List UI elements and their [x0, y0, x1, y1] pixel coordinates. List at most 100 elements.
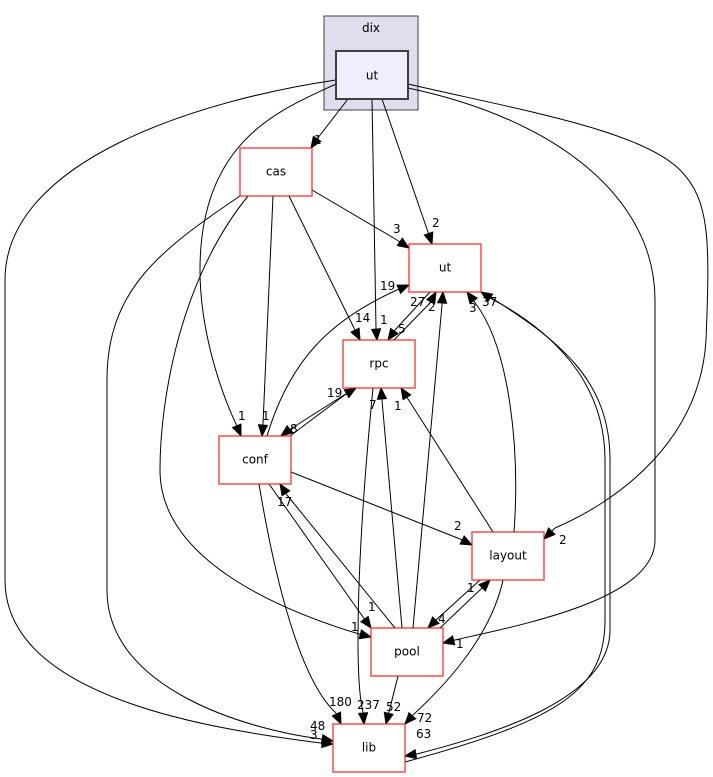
edge-label: 237 [357, 698, 380, 712]
edge-label: 1 [314, 133, 322, 147]
edge-line [258, 483, 337, 714]
edge-pool-to-rpc[interactable]: 7 [369, 386, 403, 629]
edge-rpc-to-lib[interactable]: 237 [357, 387, 380, 726]
node-dix-ut-box [335, 50, 409, 100]
node-lib[interactable]: lib [332, 723, 406, 773]
node-ut[interactable]: ut [408, 243, 482, 293]
edge-cas-to-lib[interactable]: 48 [106, 195, 335, 745]
edge-pool-to-lib[interactable]: 52 [383, 675, 401, 726]
node-pool[interactable]: pool [370, 627, 444, 677]
edge-line [159, 195, 360, 635]
edge-dix-ut-to-rpc[interactable]: 1 [370, 98, 388, 342]
edge-line [106, 195, 322, 740]
edge-conf-to-lib[interactable]: 180 [258, 483, 352, 726]
edge-label: 8 [290, 422, 298, 436]
edge-line [407, 83, 709, 529]
edge-line [290, 471, 461, 540]
arrowhead-icon [404, 711, 417, 725]
edge-dix-ut-to-cas[interactable]: 1 [310, 98, 349, 150]
arrowhead-icon [459, 535, 474, 546]
edge-dix-ut-to-layout[interactable]: 2 [407, 83, 709, 547]
edge-line [371, 98, 377, 329]
edge-label: 19 [380, 279, 395, 293]
edge-line [357, 387, 374, 713]
edge-conf-to-layout[interactable]: 2 [290, 471, 474, 546]
edge-label: 2 [454, 519, 462, 533]
edge-label: 63 [416, 727, 431, 741]
arrowhead-icon [343, 387, 358, 399]
arrowhead-icon [396, 237, 411, 249]
edge-layout-to-pool[interactable]: 4 [427, 579, 481, 629]
edge-line [266, 289, 398, 437]
edge-line [475, 303, 517, 533]
node-conf[interactable]: conf [218, 435, 292, 485]
node-cas[interactable]: cas [239, 147, 313, 197]
node-conf-label: conf [242, 453, 269, 467]
edge-layout-to-lib[interactable]: 72 [404, 579, 504, 725]
arrowhead-icon [357, 712, 369, 726]
arrowhead-icon [279, 424, 294, 437]
node-pool-label: pool [394, 645, 420, 659]
arrowhead-icon [479, 291, 494, 303]
edge-line [289, 393, 347, 437]
edge-label: 19 [327, 386, 342, 400]
arrowhead-icon [403, 748, 418, 760]
node-layout-label: layout [489, 549, 527, 563]
edge-conf-to-ut[interactable]: 19 [266, 279, 411, 437]
edge-conf-to-rpc[interactable]: 19 [289, 386, 358, 437]
node-rpc-box [342, 339, 416, 389]
edge-cas-to-ut[interactable]: 3 [311, 189, 411, 249]
arrowhead-icon [478, 579, 491, 592]
arrowhead-icon [423, 231, 434, 246]
edge-line [4, 79, 337, 744]
edge-line [407, 87, 656, 641]
node-rpc[interactable]: rpc [342, 339, 416, 389]
arrowhead-icon [387, 327, 399, 342]
edge-dix-ut-to-conf[interactable]: 1 [199, 83, 337, 438]
edge-pool-to-conf[interactable]: 17 [277, 482, 396, 629]
edge-label: 37 [482, 295, 497, 309]
edge-dix-ut-to-pool[interactable]: 1 [407, 87, 656, 651]
edge-label: 72 [417, 711, 432, 725]
edge-line-end [396, 239, 401, 243]
arrowhead-icon [466, 290, 479, 305]
edge-cas-to-pool[interactable]: 1 [159, 195, 373, 640]
edge-line [268, 483, 364, 618]
arrowhead-icon [441, 635, 456, 646]
edge-label: 1 [351, 620, 359, 634]
edge-line [199, 83, 337, 425]
node-ut-label: ut [439, 261, 452, 275]
edge-label: 14 [355, 311, 370, 325]
edge-cas-to-rpc[interactable]: 14 [288, 195, 370, 342]
edge-line [311, 189, 398, 241]
edge-line [286, 494, 396, 629]
edge-pool-to-layout[interactable]: 1 [439, 579, 491, 629]
edge-label: 1 [262, 409, 270, 423]
node-ut-box [408, 243, 482, 293]
edge-label: 52 [386, 700, 401, 714]
cluster-dix-label: dix [362, 21, 380, 35]
edge-line [394, 291, 431, 331]
node-conf-box [218, 435, 292, 485]
edge-ut-to-rpc[interactable]: 5 [387, 291, 431, 342]
edge-pool-to-ut[interactable]: 2 [412, 290, 448, 629]
edge-line [435, 579, 481, 621]
edge-layout-to-ut[interactable]: 3 [466, 290, 517, 533]
edge-layout-to-rpc[interactable]: 1 [394, 386, 494, 533]
node-dix-ut[interactable]: ut [335, 50, 409, 100]
arrowhead-icon [427, 616, 440, 629]
arrowhead-icon [543, 527, 556, 540]
edge-cas-to-conf[interactable]: 1 [257, 195, 274, 438]
edge-label: 2 [432, 216, 440, 230]
edge-rpc-to-ut[interactable]: 27 [393, 290, 437, 341]
edge-conf-to-pool[interactable]: 1 [268, 483, 376, 630]
node-layout[interactable]: layout [471, 531, 545, 581]
arrowhead-icon [231, 423, 242, 438]
edge-line [412, 579, 504, 716]
edge-line [316, 98, 349, 140]
edge-lib-to-ut[interactable]: 37 [404, 291, 606, 763]
node-lib-label: lib [362, 741, 376, 755]
edge-dix-ut-to-ut[interactable]: 2 [381, 98, 440, 246]
edge-label: 4 [438, 612, 446, 626]
